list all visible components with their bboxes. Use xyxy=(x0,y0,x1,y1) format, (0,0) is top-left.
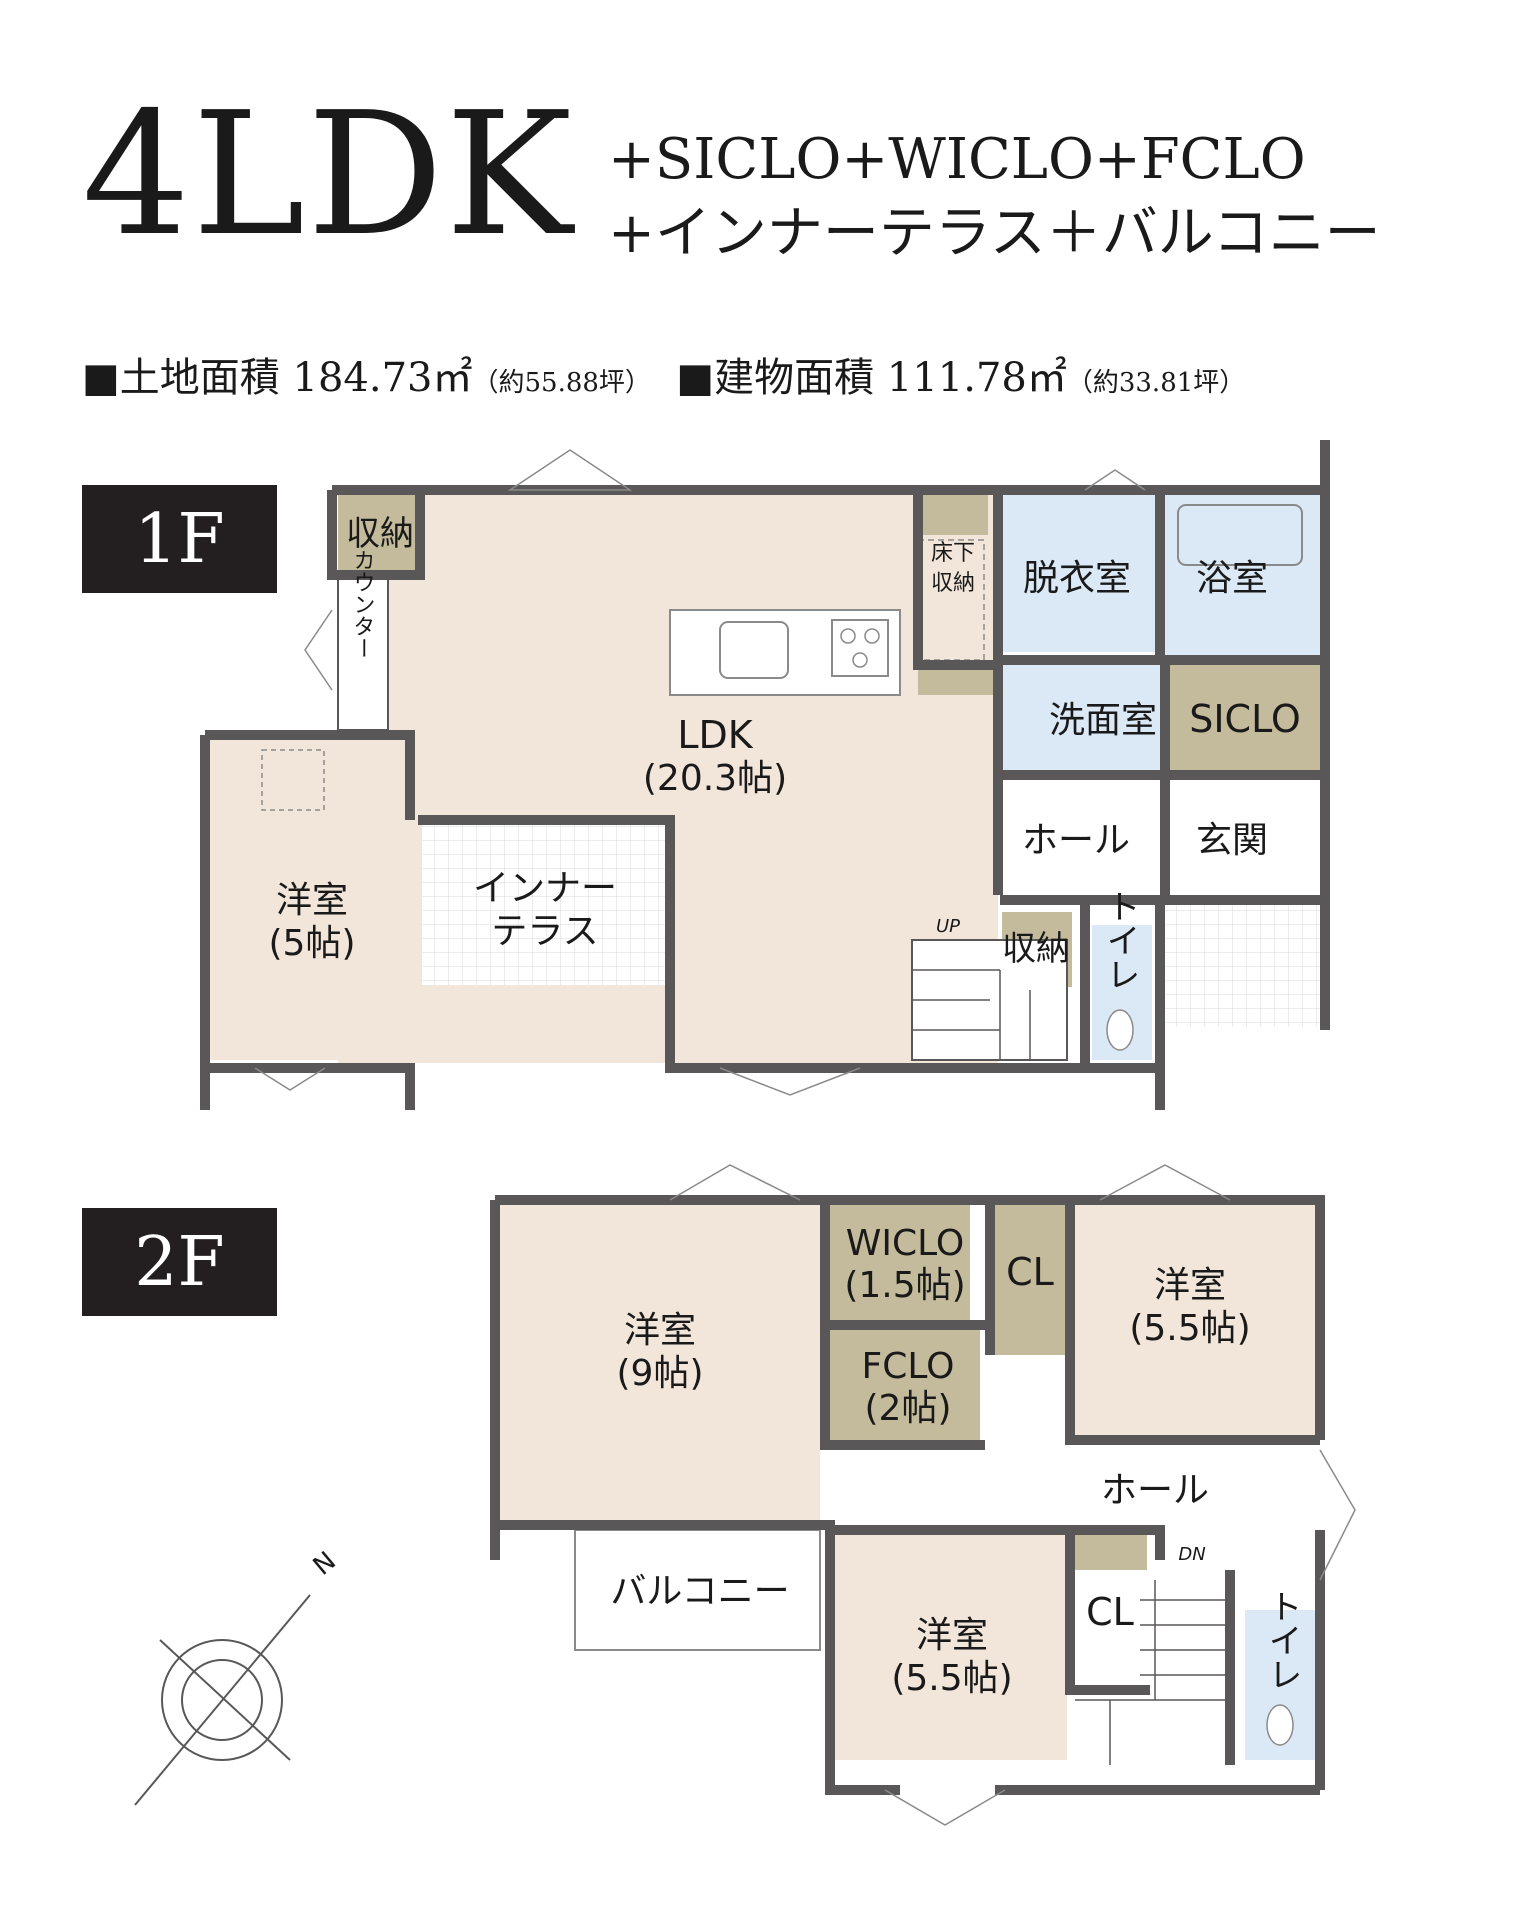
label-1f-storage-small: 収納 xyxy=(1002,929,1070,969)
label-1f-siclo: SICLO xyxy=(1189,697,1301,741)
label-1f-toilet: トイレ xyxy=(1100,889,1140,991)
western-1f-closet-hatch xyxy=(261,749,325,811)
floor-tag-2f: 2F xyxy=(82,1208,277,1316)
sink-icon xyxy=(719,621,789,679)
label-1f-ldk-size: (20.3帖) xyxy=(643,758,787,799)
label-2f-toilet: トイレ xyxy=(1262,1589,1302,1691)
label-2f-western-r-size: (5.5帖) xyxy=(1129,1308,1250,1349)
label-2f-balcony: バルコニー xyxy=(610,1571,789,1612)
fclo-floor xyxy=(830,1330,980,1445)
layout-title: 4LDK xyxy=(82,76,575,274)
area-summary: ■土地面積 184.73㎡（約55.88坪） ■建物面積 111.78㎡（約33… xyxy=(82,345,1245,403)
siclo-floor xyxy=(1170,665,1322,775)
floor-1f xyxy=(200,440,1330,1110)
label-1f-up: UP xyxy=(936,916,960,937)
label-1f-underfloor-2: 収納 xyxy=(931,571,975,596)
compass-icon: N xyxy=(134,1546,342,1806)
label-1f-dressing: 脱衣室 xyxy=(1023,558,1131,599)
bathtub-icon xyxy=(1177,504,1303,566)
western-r-floor xyxy=(1070,1205,1315,1435)
floor-tag-1f: 1F xyxy=(82,485,277,593)
label-1f-ldk-name: LDK xyxy=(677,713,753,757)
label-1f-western-size: (5帖) xyxy=(269,923,356,964)
label-2f-western-l-name: 洋室 xyxy=(624,1310,696,1351)
label-1f-terrace-1: インナー xyxy=(473,868,617,909)
toilet-2f-bowl-icon xyxy=(1266,1704,1294,1746)
entrance-tile xyxy=(1165,905,1327,1027)
extras-line-1: +SICLO+WICLO+FCLO xyxy=(608,127,1306,192)
bath-floor xyxy=(1160,495,1325,655)
counter-floor xyxy=(337,574,389,731)
inner-terrace-floor xyxy=(422,820,670,985)
washroom-floor xyxy=(1000,665,1162,775)
stove-icon xyxy=(831,619,889,677)
building-area-value: 111.78㎡ xyxy=(886,355,1067,401)
label-2f-fclo-size: (2帖) xyxy=(865,1388,952,1429)
storage-top-floor xyxy=(338,492,420,572)
label-2f-wiclo-name: WICLO xyxy=(846,1223,964,1264)
label-2f-cl-top: CL xyxy=(1006,1250,1054,1294)
label-1f-underfloor-1: 床下 xyxy=(931,541,975,566)
label-1f-washroom: 洗面室 xyxy=(1049,700,1157,741)
underfloor-storage xyxy=(917,539,985,661)
floor-2f xyxy=(490,1164,1356,1826)
building-area-label: ■建物面積 xyxy=(676,355,875,401)
label-2f-dn: DN xyxy=(1178,1544,1205,1565)
hall-2f-floor xyxy=(985,1440,1315,1520)
label-2f-wiclo-size: (1.5帖) xyxy=(844,1265,965,1306)
underfloor-floor xyxy=(918,495,988,535)
label-2f-western-b-size: (5.5帖) xyxy=(891,1658,1012,1699)
land-area-label: ■土地面積 xyxy=(82,355,280,401)
wiclo-floor xyxy=(830,1205,970,1320)
western-1f-floor xyxy=(210,735,410,1060)
label-1f-storage-top: 収納 xyxy=(346,514,414,554)
label-1f-hall: ホール xyxy=(1022,820,1130,861)
land-area-tsubo: （約55.88坪） xyxy=(472,368,651,398)
label-2f-hall: ホール xyxy=(1101,1470,1209,1511)
label-1f-counter: カウンター xyxy=(350,549,375,659)
building-area-tsubo: （約33.81坪） xyxy=(1066,368,1246,398)
label-2f-western-r-name: 洋室 xyxy=(1154,1265,1226,1306)
compass-north-label: N xyxy=(308,1546,342,1581)
floor-2f-labels: WICLO (1.5帖) CL 洋室 (5.5帖) 洋室 (9帖) FCLO (… xyxy=(610,1223,1302,1699)
label-2f-cl-bottom: CL xyxy=(1086,1590,1134,1634)
label-1f-terrace-2: テラス xyxy=(491,911,598,952)
cl-top-floor xyxy=(995,1205,1065,1355)
label-2f-western-b-name: 洋室 xyxy=(916,1615,988,1656)
label-2f-fclo-name: FCLO xyxy=(862,1346,955,1387)
extras-line-2: +インナーテラス＋バルコニー xyxy=(608,201,1381,266)
label-1f-bath: 浴室 xyxy=(1196,558,1268,599)
label-2f-western-l-size: (9帖) xyxy=(617,1353,704,1394)
toilet-1f-bowl-icon xyxy=(1106,1009,1134,1051)
western-9-floor xyxy=(500,1200,820,1520)
western-b-floor xyxy=(832,1530,1067,1760)
floor-1f-labels: 収納 カウンター 床下 収納 脱衣室 浴室 洗面室 SICLO LDK (20.… xyxy=(269,514,1301,991)
label-1f-western-name: 洋室 xyxy=(276,880,348,921)
dressing-floor xyxy=(1000,492,1155,652)
label-1f-entrance: 玄関 xyxy=(1196,820,1268,861)
land-area-value: 184.73㎡ xyxy=(292,355,473,401)
hall-1f-floor xyxy=(1000,782,1160,897)
entrance-floor xyxy=(1168,782,1280,897)
